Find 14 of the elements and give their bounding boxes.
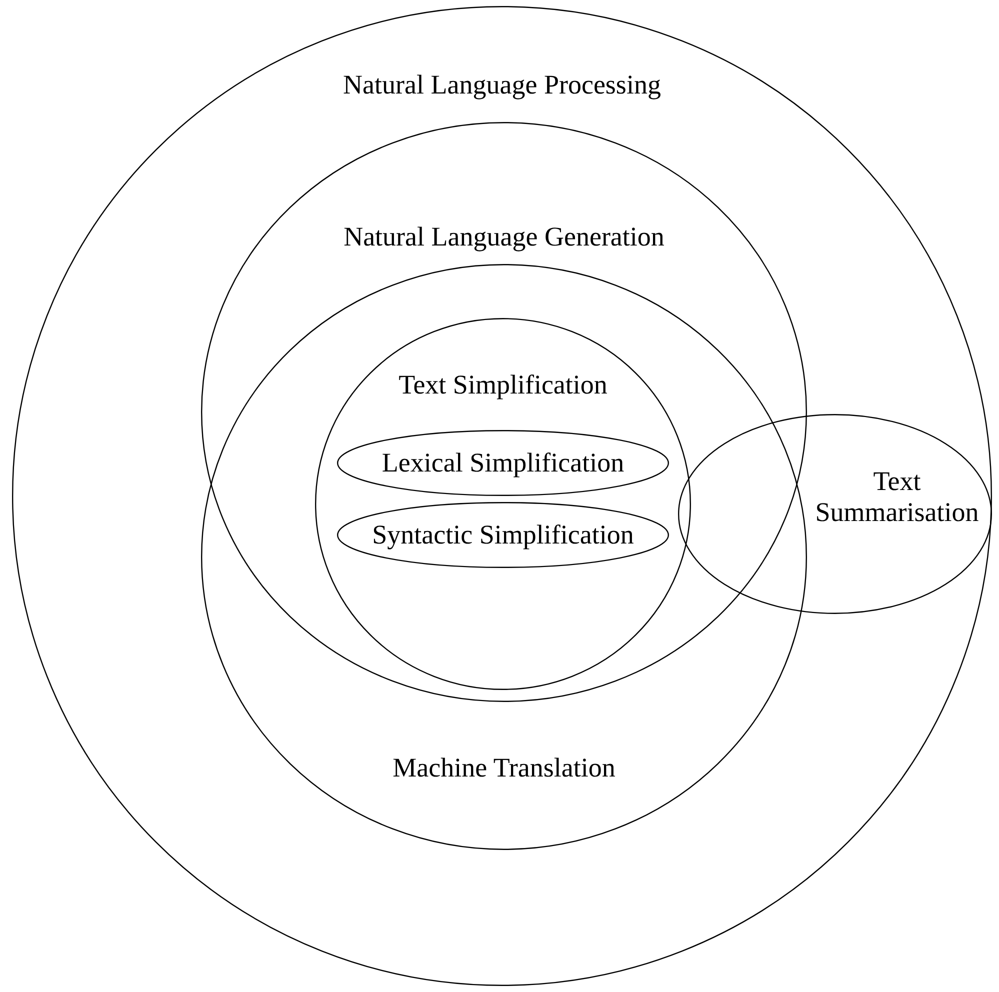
- set-label: Natural Language Processing: [343, 69, 661, 101]
- set-circle: [12, 6, 992, 986]
- set-label: Text Summarisation: [814, 466, 980, 528]
- set-ellipse: [678, 414, 992, 614]
- set-label: Lexical Simplification: [382, 447, 624, 479]
- set-label: Natural Language Generation: [344, 221, 664, 253]
- set-label: Syntactic Simplification: [372, 519, 634, 551]
- set-circle: [201, 122, 807, 702]
- set-label: Machine Translation: [392, 752, 616, 784]
- set-circle: [315, 318, 691, 690]
- set-ellipse: [337, 502, 669, 568]
- set-ellipse: [337, 430, 669, 496]
- set-label: Text Simplification: [398, 369, 608, 401]
- set-circle: [201, 264, 807, 850]
